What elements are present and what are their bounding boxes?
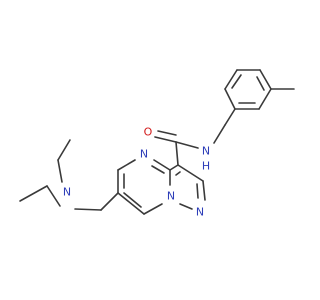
bond-c3-c3a-double	[175, 171, 181, 176]
atom-labels: N O N H N N N	[63, 126, 210, 219]
bond-c7-c6-double	[123, 192, 142, 208]
bond-n-bridge-n1	[179, 203, 193, 210]
atom-n-bridge: N	[167, 190, 175, 203]
bond-n-ethyl2	[57, 159, 63, 183]
bond-ar4-ar5	[259, 69, 272, 90]
bond-carbonyl-o-double	[157, 130, 177, 136]
atom-h-amide: H	[202, 160, 210, 173]
bond-n-ch2	[74, 208, 102, 211]
bond-carbonyl-n	[175, 141, 199, 149]
bond-n1-c2-double	[196, 183, 199, 199]
bond-c7-c6	[117, 192, 145, 215]
atom-n-amine: N	[63, 186, 71, 199]
atom-n-pyrimidine: N	[140, 148, 148, 161]
bond-ar1-ar2	[224, 88, 236, 110]
bond-ar4-ar5-double	[256, 76, 265, 91]
bond-n-benzyl-ch2	[213, 124, 226, 144]
bond-c3-carbonyl	[175, 141, 179, 166]
bond-ethyl2-ch3	[57, 139, 71, 161]
bond-ch2-ring	[100, 192, 119, 211]
bond-ar2-ar3-double	[231, 74, 242, 89]
bond-ar2-ar3	[224, 69, 238, 90]
bond-ethyl1-ch3	[19, 185, 48, 202]
atom-n-amide: N	[202, 145, 210, 158]
bond-n4-c3a	[153, 159, 171, 171]
bond-ar5-ar6	[258, 88, 272, 110]
bond-n-bridge-c7	[143, 203, 163, 215]
molecule-canvas: N O N H N N N	[19, 69, 295, 219]
molecule-structure: N O N H N N N	[19, 69, 295, 219]
bonds	[19, 69, 295, 215]
bond-n1-c2	[202, 180, 206, 201]
bond-ch2-phenyl	[224, 108, 236, 126]
bond-c2-c3	[177, 164, 204, 182]
atom-o-carbonyl: O	[144, 126, 153, 139]
bond-c3-c3a	[169, 164, 179, 171]
bond-ethyl1-ch2	[46, 185, 61, 207]
atom-n-pyrazole: N	[196, 206, 204, 219]
bond-n4-c3a-double	[151, 165, 165, 174]
bond-carbonyl-o	[154, 136, 177, 143]
bond-c5-n4	[117, 159, 136, 171]
